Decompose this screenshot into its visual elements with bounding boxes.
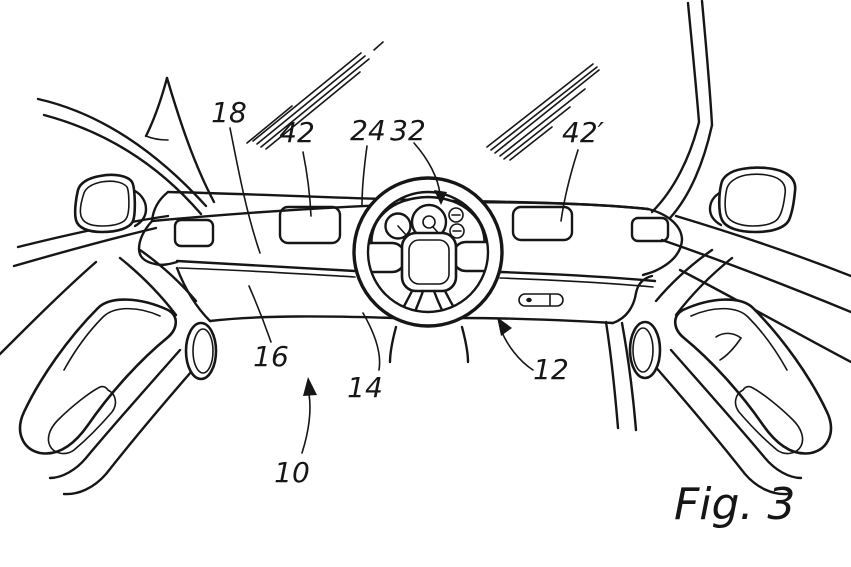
- right-door-pull-recess: [734, 385, 804, 455]
- arrowhead: [497, 317, 512, 336]
- arrowhead: [434, 190, 447, 205]
- right-door-panel: [628, 214, 851, 496]
- left-door-armrest: [18, 298, 178, 455]
- left-door-pull-recess: [47, 385, 117, 455]
- right-mirror-glass: [724, 173, 787, 227]
- windshield-reflection-right: [486, 63, 600, 161]
- right-display: [511, 205, 574, 242]
- left-side-mirror: [73, 173, 148, 234]
- left-mirror-glass: [79, 180, 130, 227]
- leader-line: [413, 142, 441, 195]
- leader-line: [248, 285, 272, 343]
- left-display: [278, 205, 342, 245]
- left-mirror-housing: [73, 173, 137, 234]
- label-18: 18: [211, 96, 247, 129]
- steering-wheel: [352, 176, 504, 364]
- leader-line: [229, 127, 261, 254]
- ref-label-16: 16: [248, 285, 289, 373]
- cluster-button-bottom: [449, 223, 465, 239]
- label-42: 42: [279, 116, 315, 149]
- leader-line: [302, 151, 312, 217]
- ref-label-10: 10: [274, 377, 317, 489]
- glovebox-handle: [518, 293, 564, 307]
- ref-label-42: 42: [279, 116, 315, 217]
- steering-column: [388, 325, 470, 364]
- right-air-vent: [630, 216, 670, 243]
- arrowhead: [303, 377, 317, 396]
- label-42-prime: 42′: [562, 116, 605, 149]
- leader-line: [361, 145, 368, 206]
- wheel-rim: [352, 176, 504, 328]
- left-a-pillar: [36, 76, 216, 216]
- windshield-reflection-left: [246, 41, 384, 150]
- left-door-panel: [0, 214, 218, 496]
- leader-line: [560, 149, 579, 222]
- wheel-hub-airbag: [400, 231, 458, 293]
- ref-label-18: 18: [211, 96, 261, 254]
- ref-label-32: 32: [390, 114, 447, 205]
- leader-line: [500, 329, 534, 371]
- right-door-armrest: [673, 298, 833, 455]
- right-door-handle-recess: [628, 320, 662, 380]
- label-24: 24: [350, 114, 386, 147]
- under-dash-panel: [604, 320, 638, 432]
- label-10: 10: [274, 456, 310, 489]
- dashboard: [137, 190, 684, 325]
- leader-line: [301, 393, 311, 454]
- leader-line: [362, 312, 381, 371]
- left-gauge: [384, 212, 412, 240]
- right-side-mirror: [708, 166, 797, 234]
- figure-caption: Fig. 3: [674, 479, 795, 530]
- label-32: 32: [390, 114, 426, 147]
- left-door-handle-recess: [184, 321, 218, 381]
- ref-label-42-prime: 42′: [560, 116, 605, 222]
- label-16: 16: [253, 340, 289, 373]
- right-a-pillar: [650, 0, 714, 220]
- label-14: 14: [347, 371, 383, 404]
- cluster-button-top: [448, 207, 464, 223]
- ref-label-12: 12: [497, 317, 569, 386]
- label-12: 12: [533, 353, 569, 386]
- left-air-vent: [173, 218, 215, 248]
- ref-label-24: 24: [350, 114, 386, 206]
- right-mirror-housing: [717, 166, 797, 234]
- ref-label-14: 14: [347, 312, 383, 404]
